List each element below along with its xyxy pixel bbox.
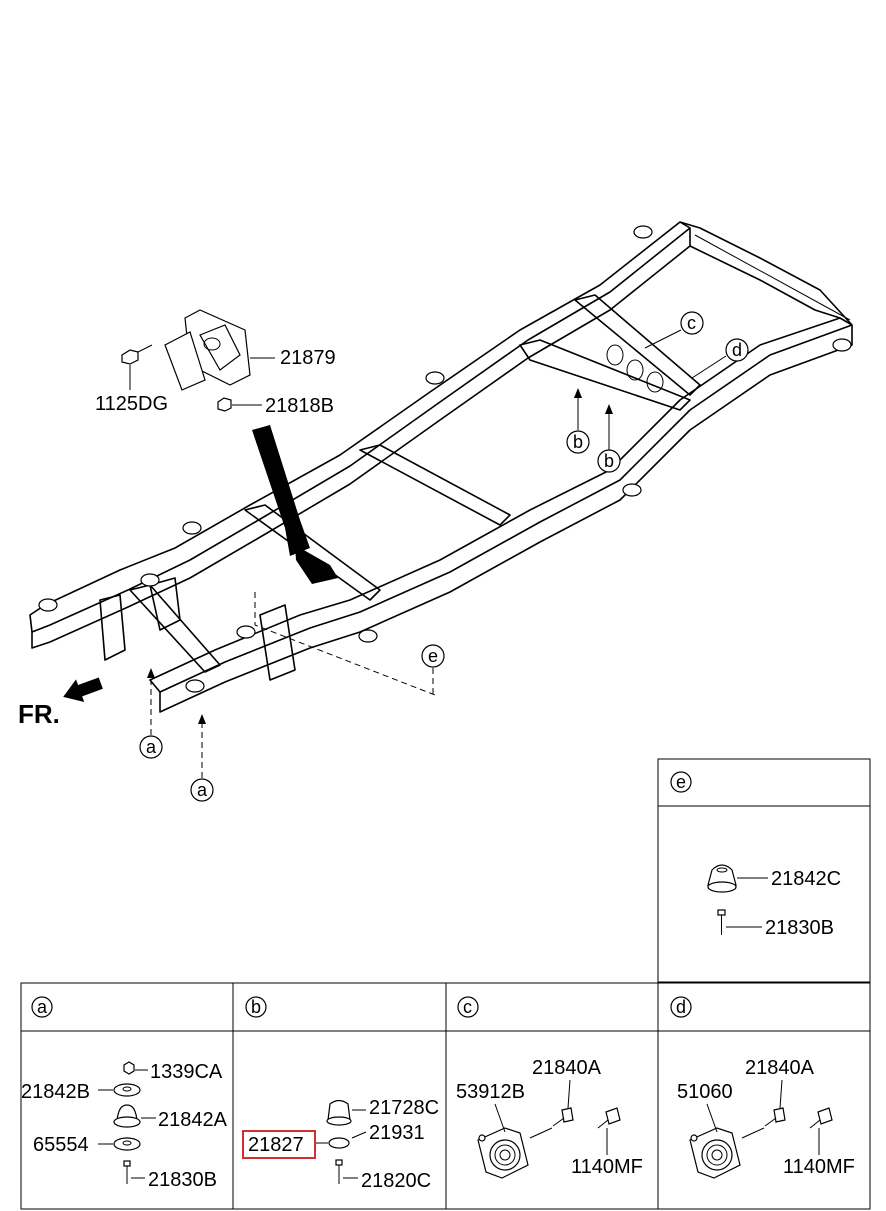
panel-c-part-53912B: 53912B	[456, 1081, 525, 1103]
panel-b-part-21931: 21931	[369, 1122, 425, 1144]
callout-d-letter: d	[732, 340, 742, 360]
front-direction-arrow-icon	[63, 677, 103, 702]
panel-b-part-21827[interactable]: 21827	[248, 1134, 304, 1156]
callout-c-marker	[644, 311, 704, 349]
panel-d-letter: d	[676, 997, 686, 1017]
panel-d-part-51060: 51060	[677, 1081, 733, 1103]
callout-a-marker-2	[190, 714, 214, 802]
panel-e-part-21842C: 21842C	[771, 868, 841, 890]
part-label-1125DG: 1125DG	[95, 393, 168, 415]
panel-e-letter: e	[676, 772, 686, 792]
chassis-frame-drawing	[29, 221, 853, 713]
panel-b-letter: b	[251, 997, 261, 1017]
panel-a-part-21842A: 21842A	[158, 1109, 228, 1131]
callout-c-letter: c	[687, 313, 696, 333]
panel-c-parts-drawing	[477, 1079, 621, 1179]
callout-a-marker-1	[139, 668, 163, 759]
panel-b-parts-drawing	[316, 1099, 367, 1184]
panel-d-part-21840A: 21840A	[745, 1057, 815, 1079]
panel-a-part-21842B: 21842B	[21, 1081, 90, 1103]
callout-b-letter-1: b	[573, 432, 583, 452]
panel-b-part-21820C: 21820C	[361, 1170, 431, 1192]
part-label-21879: 21879	[280, 347, 336, 369]
panel-c-part-21840A: 21840A	[532, 1057, 602, 1079]
callout-d-marker	[691, 338, 749, 379]
panel-a-parts-drawing	[98, 1061, 156, 1184]
panel-c-part-1140MF: 1140MF	[571, 1156, 643, 1178]
bracket-21879-drawing	[121, 309, 275, 412]
panel-e-part-21830B: 21830B	[765, 917, 834, 939]
panel-b-part-21728C: 21728C	[369, 1097, 439, 1119]
panel-d-part-1140MF: 1140MF	[783, 1156, 855, 1178]
callout-a-letter-1: a	[146, 737, 157, 757]
panel-a-letter: a	[37, 997, 48, 1017]
panel-e	[657, 758, 871, 983]
panel-c-letter: c	[463, 997, 472, 1017]
bottom-panels-grid	[20, 982, 871, 1210]
callout-b-letter-2: b	[604, 451, 614, 471]
callout-e-marker	[254, 592, 445, 698]
callout-a-letter-2: a	[197, 780, 208, 800]
panel-a-part-21830B: 21830B	[148, 1169, 217, 1191]
part-label-21818B: 21818B	[265, 395, 334, 417]
callout-b-marker-2	[597, 404, 621, 473]
callout-e-letter: e	[428, 646, 438, 666]
callout-b-marker-1	[566, 388, 590, 454]
highlight-box-21827	[242, 1130, 316, 1159]
front-label: FR.	[18, 699, 60, 729]
panel-a-part-65554: 65554	[33, 1134, 89, 1156]
panel-a-part-1339CA: 1339CA	[150, 1061, 223, 1083]
panel-d-parts-drawing	[689, 1079, 833, 1179]
